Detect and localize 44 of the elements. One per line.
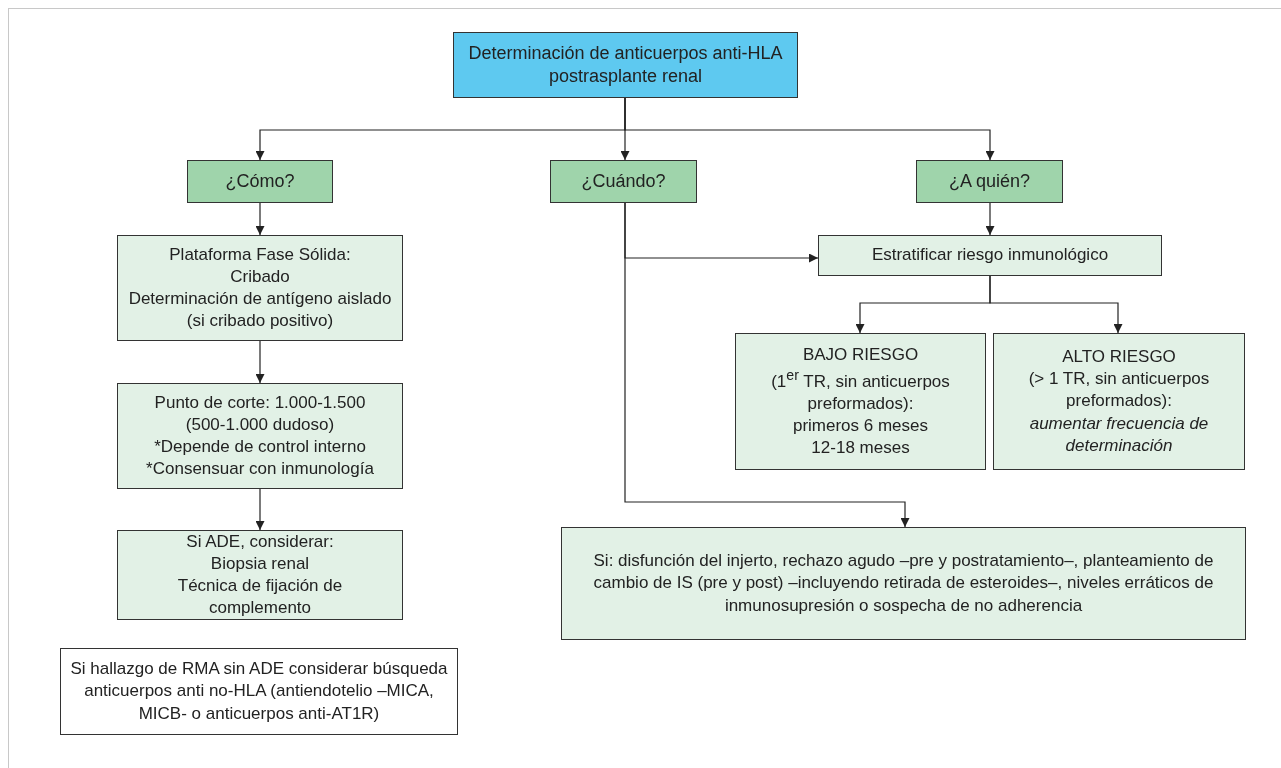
arrow	[255, 202, 265, 236]
box-text: (500-1.000 dudoso)	[185, 413, 335, 436]
arrow	[255, 340, 265, 384]
box-text: Técnica de fijación de complemento	[176, 575, 344, 620]
question-box	[550, 160, 697, 203]
arrow	[624, 202, 910, 528]
process-box	[561, 527, 1246, 640]
process-box	[818, 235, 1162, 276]
box-text: (si cribado positivo)	[186, 310, 334, 333]
question-box	[187, 160, 333, 203]
box-text: *Consensuar con inmunología	[146, 458, 374, 481]
box-text: Cribado	[230, 265, 290, 288]
note-box	[60, 648, 458, 735]
process-box	[735, 333, 986, 470]
arrow	[624, 97, 995, 161]
box-text: primeros 6 meses	[792, 414, 929, 437]
box-text: aumentar frecuencia de determinación	[1028, 412, 1210, 457]
box-text: BAJO RIESGO	[802, 343, 919, 366]
box-text: *Depende de control interno	[154, 436, 366, 458]
box-text: ¿Cómo?	[225, 169, 295, 193]
box-text: Si hallazgo de RMA sin ADE considerar búsqueda anticuerpos anti no-HLA (antiendotelio –MICA, MICB- o anticuerpos anti-AT1R)	[69, 658, 449, 725]
box-text: Si: disfunción del injerto, rechazo agudo –pre y postratamiento–, planteamiento de cambio de IS (pre y post) –incluyendo retirada de esteroides–, niveles erráticos de inmunosupresión o sospecha de no adherencia	[592, 550, 1215, 617]
process-box	[993, 333, 1245, 470]
box-text: Punto de corte: 1.000-1.500	[154, 391, 366, 414]
box-text: ALTO RIESGO	[1062, 346, 1176, 369]
arrow	[985, 202, 995, 236]
box-text: ¿Cuándo?	[581, 169, 666, 193]
question-box	[916, 160, 1063, 203]
box-text: Biopsia renal	[210, 552, 310, 575]
title-box	[453, 32, 798, 98]
process-box	[117, 383, 403, 489]
box-text: Si ADE, considerar:	[186, 530, 334, 553]
arrow	[989, 275, 1123, 334]
process-box	[117, 235, 403, 341]
box-text: (> 1 TR, sin anticuerpos preformados):	[1027, 368, 1211, 413]
box-text: Determinación de anticuerpos anti-HLA postrasplante renal	[467, 41, 784, 88]
arrow	[255, 488, 265, 531]
box-text: (1$^{er}$ TR, sin anticuerpos preformados):	[770, 366, 951, 415]
box-text: Estratificar riesgo inmunológico	[871, 244, 1109, 267]
process-box	[117, 530, 403, 620]
box-text: 12-18 meses	[811, 436, 910, 459]
box-text: Plataforma Fase Sólida:	[169, 243, 351, 266]
box-text: ¿A quién?	[948, 169, 1031, 193]
box-text: Determinación de antígeno aislado	[128, 288, 392, 310]
